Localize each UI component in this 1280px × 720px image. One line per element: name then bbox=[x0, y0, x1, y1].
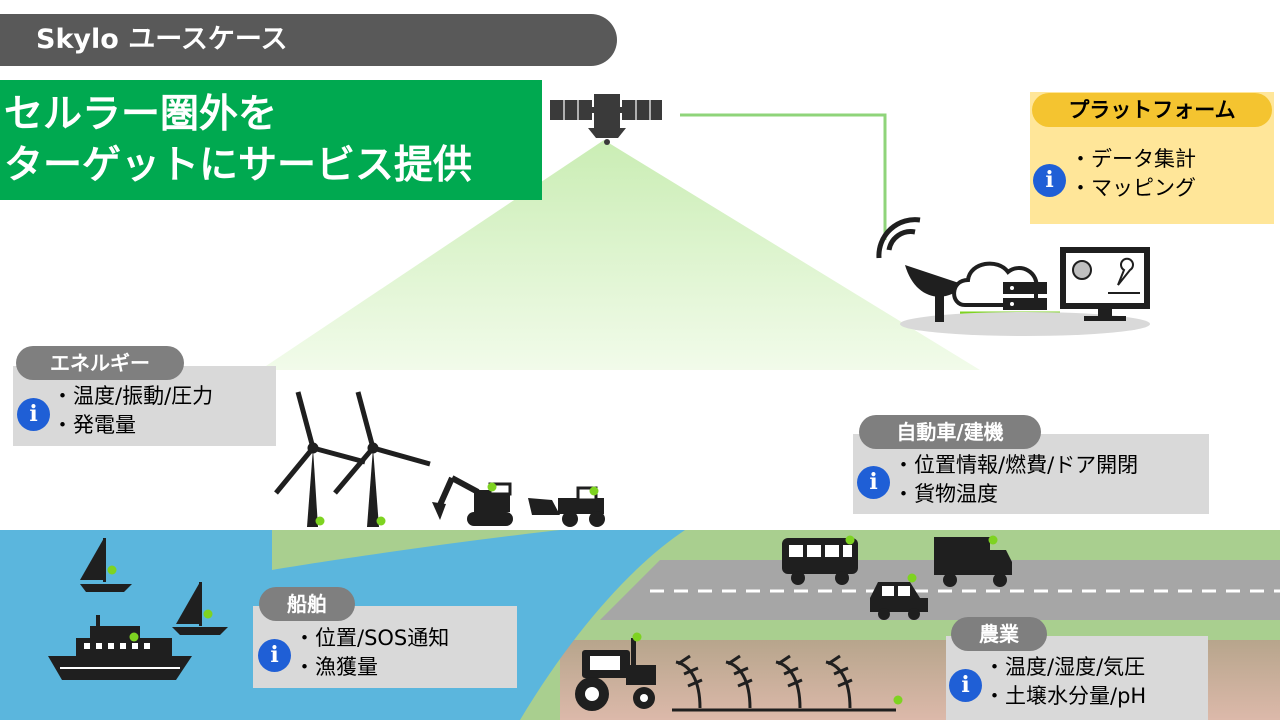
info-icon: i bbox=[258, 639, 291, 672]
tractor-icon bbox=[575, 638, 656, 711]
ships-label: 船舶 bbox=[259, 587, 355, 621]
vehicles-items: 位置情報/燃費/ドア開閉 貨物温度 bbox=[893, 451, 1138, 509]
ship-icon bbox=[48, 615, 192, 680]
uplink-line bbox=[680, 113, 887, 240]
info-icon: i bbox=[1033, 164, 1066, 197]
headline-banner: セルラー圏外を ターゲットにサービス提供 bbox=[0, 80, 542, 200]
car-icon bbox=[870, 582, 928, 620]
agriculture-label: 農業 bbox=[951, 617, 1047, 651]
info-icon: i bbox=[949, 669, 982, 702]
satellite-beam bbox=[260, 140, 980, 370]
coast-land bbox=[272, 530, 560, 570]
rice-plant-icon bbox=[672, 654, 896, 712]
info-icon: i bbox=[857, 466, 890, 499]
vehicles-item: 貨物温度 bbox=[893, 480, 1138, 509]
platform-items: データ集計 マッピング bbox=[1070, 145, 1196, 203]
info-icon: i bbox=[17, 398, 50, 431]
energy-label: エネルギー bbox=[16, 346, 184, 380]
platform-item: データ集計 bbox=[1070, 145, 1196, 174]
truck-icon bbox=[934, 537, 1012, 587]
header-bar: Skylo ユースケース bbox=[0, 14, 617, 66]
ships-items: 位置/SOS通知 漁獲量 bbox=[294, 624, 449, 682]
satellite-dish-icon bbox=[876, 217, 965, 322]
agriculture-items: 温度/湿度/気圧 土壌水分量/pH bbox=[984, 653, 1146, 711]
energy-item: 発電量 bbox=[52, 411, 213, 440]
platform-label: プラットフォーム bbox=[1032, 93, 1272, 127]
sensor-dots bbox=[107, 482, 998, 705]
sailboat-icon bbox=[80, 538, 228, 635]
satellite-icon bbox=[550, 94, 662, 145]
agriculture-item: 温度/湿度/気圧 bbox=[984, 653, 1146, 682]
vehicles-item: 位置情報/燃費/ドア開閉 bbox=[893, 451, 1138, 480]
platform-item: マッピング bbox=[1070, 174, 1196, 203]
ships-item: 漁獲量 bbox=[294, 653, 449, 682]
agriculture-item: 土壌水分量/pH bbox=[984, 682, 1146, 711]
headline-line-1: セルラー圏外を bbox=[4, 92, 278, 137]
bus-icon bbox=[782, 538, 858, 585]
header-title: Skylo ユースケース bbox=[36, 24, 288, 55]
headline-line-2: ターゲットにサービス提供 bbox=[4, 143, 473, 188]
energy-items: 温度/振動/圧力 発電量 bbox=[52, 382, 213, 440]
energy-item: 温度/振動/圧力 bbox=[52, 382, 213, 411]
monitor-map-icon bbox=[1060, 247, 1150, 321]
vehicles-label: 自動車/建機 bbox=[859, 415, 1041, 449]
excavator-icon bbox=[432, 475, 513, 526]
wind-turbine-icon bbox=[274, 391, 431, 527]
wheel-loader-icon bbox=[528, 486, 605, 527]
ships-item: 位置/SOS通知 bbox=[294, 624, 449, 653]
cloud-server-icon bbox=[952, 261, 1047, 310]
